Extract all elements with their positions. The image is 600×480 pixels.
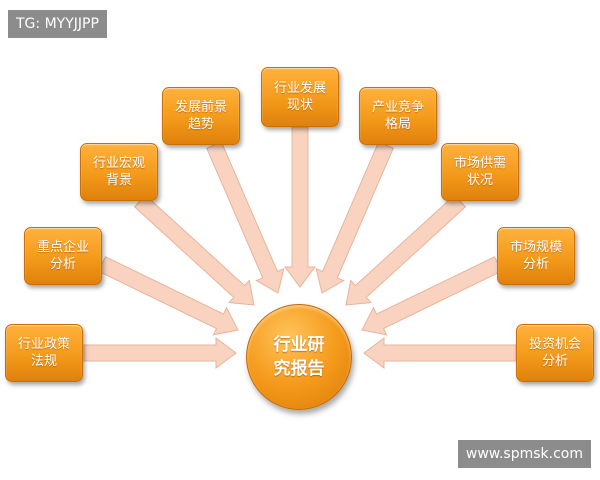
node-macro-background: 行业宏观背景 <box>80 143 158 201</box>
arrow-4 <box>206 141 285 294</box>
hub-line1: 行业研 <box>273 335 325 355</box>
node-key-enterprises-line2: 分析 <box>49 257 76 272</box>
node-prospects-line1: 发展前景 <box>174 100 227 115</box>
node-supply-demand: 市场供需状况 <box>441 143 519 201</box>
node-policy-line2: 法规 <box>30 354 57 369</box>
node-current-status: 行业发展现状 <box>261 67 339 127</box>
arrow-2 <box>97 256 239 336</box>
node-prospects: 发展前景趋势 <box>162 87 240 145</box>
node-competition: 产业竞争格局 <box>359 87 437 145</box>
node-market-size: 市场规模分析 <box>497 227 575 285</box>
node-key-enterprises: 重点企业分析 <box>24 227 102 285</box>
node-macro-background-line2: 背景 <box>105 173 132 188</box>
node-competition-line1: 产业竞争 <box>371 100 424 115</box>
node-key-enterprises-line1: 重点企业 <box>36 240 89 255</box>
node-market-size-line1: 市场规模 <box>509 240 562 255</box>
watermark-bottom-right: www.spmsk.com <box>457 440 591 468</box>
node-current-status-line2: 现状 <box>286 98 313 113</box>
node-policy-line1: 行业政策 <box>17 337 70 352</box>
arrow-6 <box>315 141 394 294</box>
hub-industry-report: 行业研 究报告 <box>246 304 352 410</box>
node-current-status-line1: 行业发展 <box>273 81 326 96</box>
node-competition-line2: 格局 <box>384 117 411 132</box>
arrow-3 <box>133 194 255 306</box>
watermark-top-left: TG: MYYJJPP <box>8 10 107 38</box>
node-macro-background-line1: 行业宏观 <box>92 156 145 171</box>
node-investment: 投资机会分析 <box>516 324 594 382</box>
node-prospects-line2: 趋势 <box>187 117 214 132</box>
arrow-9 <box>363 337 517 369</box>
arrow-1 <box>83 337 237 369</box>
arrow-8 <box>361 256 503 336</box>
hub-line2: 究报告 <box>273 359 325 379</box>
node-supply-demand-line2: 状况 <box>466 173 493 188</box>
node-investment-line1: 投资机会 <box>528 337 581 352</box>
node-investment-line2: 分析 <box>541 354 568 369</box>
node-policy: 行业政策法规 <box>5 324 83 382</box>
arrow-7 <box>345 194 467 306</box>
node-supply-demand-line1: 市场供需 <box>453 156 506 171</box>
node-market-size-line2: 分析 <box>522 257 549 272</box>
arrow-5 <box>284 126 316 288</box>
